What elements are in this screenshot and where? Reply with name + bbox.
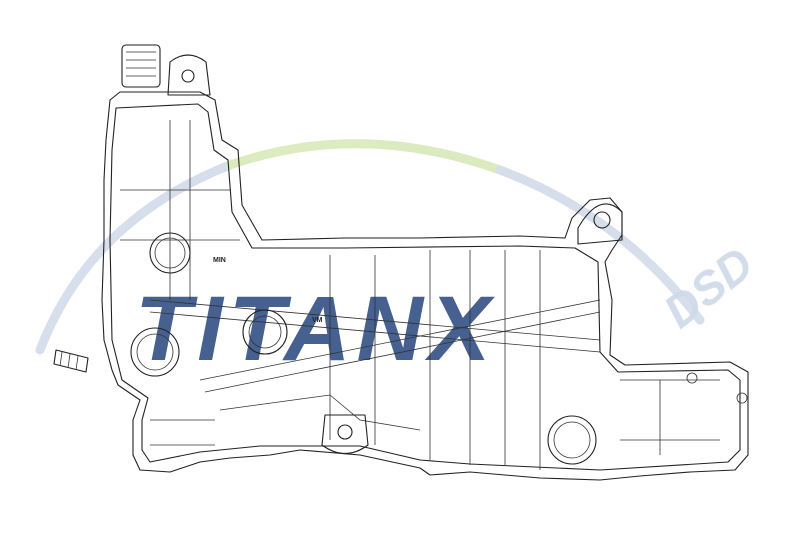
filler-boss-hole: [181, 69, 195, 83]
rib-4: [429, 250, 541, 470]
watermark-arc-top: [225, 139, 505, 175]
label-left: MIN: [213, 257, 226, 264]
hose-nozzle-left: [53, 349, 89, 373]
port-lower-left-inner: [136, 333, 174, 371]
right-boss: [577, 203, 623, 245]
port-upper-left: [149, 232, 191, 274]
small-hole-2: [736, 392, 748, 404]
filler-neck: [121, 44, 211, 96]
rib-9: [150, 419, 215, 446]
port-center: [242, 309, 288, 355]
mounting-tab-hole: [337, 424, 353, 440]
hose-nozzle-ribs: [59, 351, 79, 371]
port-center-inner: [248, 315, 282, 349]
rib-8: [219, 394, 421, 431]
port-lower-left: [130, 327, 180, 377]
tank-body: [101, 91, 749, 481]
watermark-brand: TITANX DSD: [135, 237, 763, 380]
filler-neck-body: [121, 44, 161, 88]
tank-outer-outline: [101, 91, 749, 481]
tank-inner-outline: [109, 103, 741, 471]
ports: [53, 232, 748, 465]
watermark-arcs: [35, 139, 705, 355]
filler-neck-thread: [126, 51, 156, 77]
port-lower-right-inner: [553, 421, 591, 459]
label-right: VM: [312, 317, 323, 324]
rib-1: [120, 189, 240, 241]
right-boss-body: [577, 203, 623, 245]
filler-boss: [167, 54, 211, 96]
level-marks: MIN VM: [213, 257, 323, 324]
watermark-arc-right: [495, 165, 705, 325]
rib-6: [169, 120, 191, 300]
watermark-arc-left: [35, 160, 235, 355]
rib-7: [620, 379, 720, 455]
right-boss-hole: [593, 211, 611, 229]
watermark-brand-text: TITANX: [135, 278, 496, 380]
rib-3: [199, 299, 601, 393]
port-upper-left-inner: [154, 237, 186, 269]
rib-5: [329, 255, 376, 445]
small-hole-1: [686, 372, 698, 384]
watermark-suffix-text: DSD: [654, 237, 763, 338]
mounting-tab-bottom: [321, 414, 369, 455]
port-lower-right: [547, 415, 597, 465]
